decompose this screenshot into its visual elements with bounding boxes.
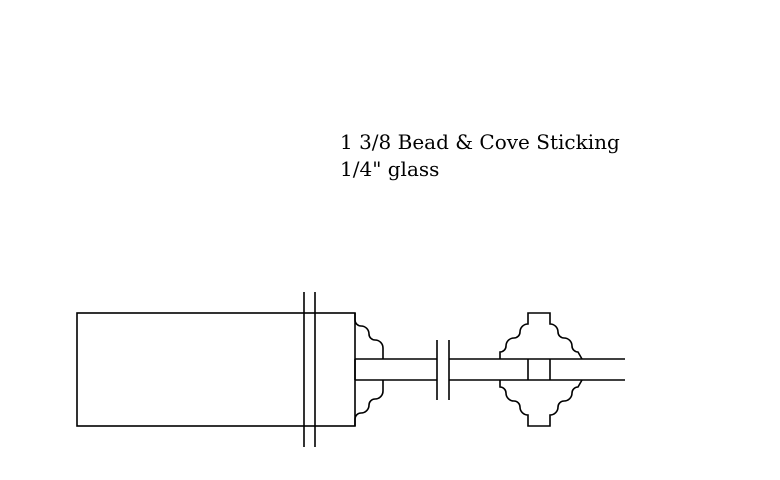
drawing-caption-glass: 1/4" glass xyxy=(340,157,440,181)
left-upper-cove-profile xyxy=(354,313,384,359)
left-lower-cove-profile xyxy=(354,380,384,426)
muntin-upper-profile xyxy=(499,312,583,360)
stile-rectangle xyxy=(76,312,356,427)
drawing-caption-sticking: 1 3/8 Bead & Cove Sticking xyxy=(340,130,620,154)
muntin-lower-profile xyxy=(499,379,583,427)
